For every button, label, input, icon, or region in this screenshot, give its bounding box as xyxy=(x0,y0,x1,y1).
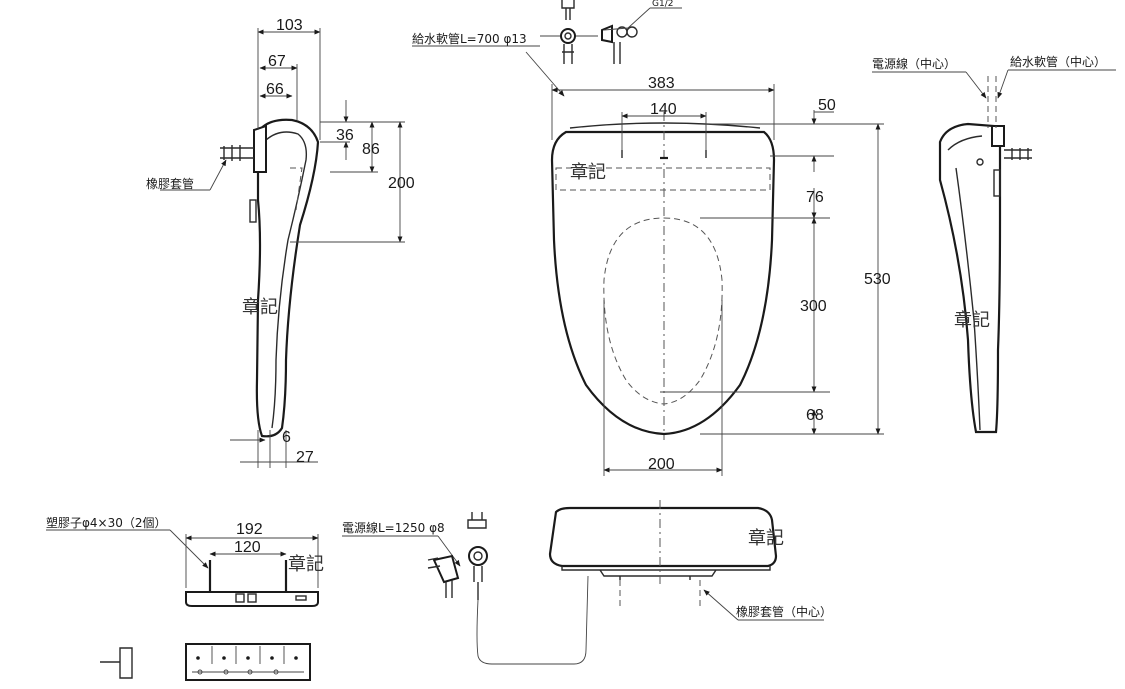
seat-opening xyxy=(603,217,723,405)
dim-27: 27 xyxy=(296,449,314,466)
remote-body xyxy=(185,591,319,607)
dim-103: 103 xyxy=(276,17,303,34)
plug-icon xyxy=(467,512,487,529)
label-g12: G1/2 xyxy=(652,0,673,9)
seat-inner-dashed xyxy=(555,167,771,191)
watermark-1: 章記 xyxy=(242,297,278,318)
cord-line xyxy=(476,575,589,665)
dim-140: 140 xyxy=(650,101,677,118)
hose-fitting xyxy=(220,145,254,161)
seat-side-profile xyxy=(255,118,320,438)
seat-top-edge xyxy=(569,122,761,129)
dim-383: 383 xyxy=(648,75,675,92)
remote-side xyxy=(100,647,133,679)
dim-120: 120 xyxy=(234,539,261,556)
ground-ring xyxy=(468,546,488,566)
hinge-block xyxy=(253,124,267,173)
remote-control: 塑膠子φ4×30（2個） 192 120 章記 xyxy=(46,515,324,681)
dim-67: 67 xyxy=(268,53,286,70)
dim-200-left: 200 xyxy=(388,175,415,192)
top-view: G1/2 給水軟管L=700 φ13 383 xyxy=(412,0,891,476)
seat-front-body xyxy=(548,506,778,568)
remote-front xyxy=(185,643,311,681)
dim-192: 192 xyxy=(236,521,263,538)
label-power-center: 電源線（中心） xyxy=(872,56,956,71)
side-view-left: 103 67 66 36 86 200 6 27 橡膠套管 章記 xyxy=(146,17,415,468)
power-cord: 電源線L=1250 φ8 xyxy=(342,512,589,665)
dim-6: 6 xyxy=(282,429,291,446)
dim-66: 66 xyxy=(266,81,284,98)
label-power-cord: 電源線L=1250 φ8 xyxy=(342,520,445,535)
seat-outline xyxy=(550,130,776,436)
front-view: 橡膠套管（中心） 章記 xyxy=(548,500,832,621)
supply-fitting xyxy=(561,0,575,20)
dim-86: 86 xyxy=(362,141,380,158)
label-hose-center: 橡膠套管（中心） xyxy=(736,604,832,619)
dim-200-bottom: 200 xyxy=(648,456,675,473)
dim-300: 300 xyxy=(800,298,827,315)
label-supply-center: 給水軟管（中心） xyxy=(1010,54,1106,69)
thread-fitting xyxy=(601,24,613,44)
dim-76: 76 xyxy=(806,189,824,206)
watermark-2: 章記 xyxy=(570,162,606,183)
watermark-3: 章記 xyxy=(954,310,990,331)
dim-68: 68 xyxy=(806,407,824,424)
side-view-right: 電源線（中心） 給水軟管（中心） 章記 xyxy=(872,54,1116,434)
watermark-5: 章記 xyxy=(748,528,784,549)
dim-50: 50 xyxy=(818,97,836,114)
seat-inner-line xyxy=(265,131,308,429)
label-supply-hose: 給水軟管L=700 φ13 xyxy=(412,31,527,46)
label-screws: 塑膠子φ4×30（2個） xyxy=(46,515,167,530)
dim-36: 36 xyxy=(336,127,354,144)
plug-body xyxy=(432,554,460,584)
label-rubber-hose: 橡膠套管 xyxy=(146,176,194,191)
dim-530: 530 xyxy=(864,271,891,288)
watermark-4: 章記 xyxy=(288,554,324,575)
